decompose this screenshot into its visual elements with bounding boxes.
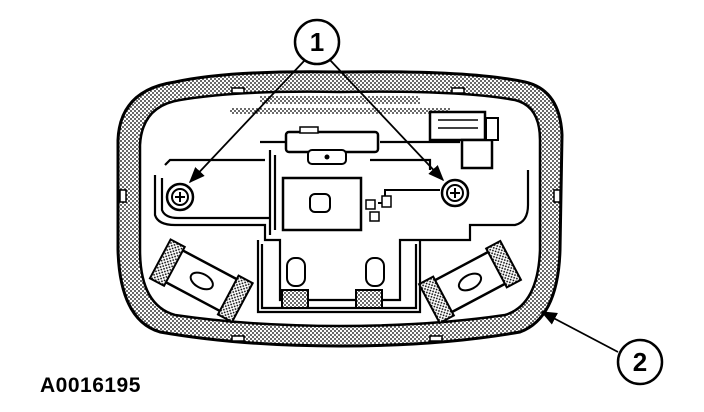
callout-2: 2 [616, 338, 664, 386]
connector [428, 110, 499, 170]
map-lamp-lens-right [417, 239, 523, 325]
map-lamp-lens-left [148, 238, 255, 324]
callout-1-label: 1 [310, 27, 324, 57]
screw-right [440, 178, 470, 208]
callout-2-label: 2 [633, 347, 647, 377]
switch-slots [281, 257, 385, 309]
leader-lines [188, 59, 619, 353]
leader-line-1b [329, 59, 445, 182]
center-module [281, 176, 440, 232]
leader-line-2 [540, 311, 619, 353]
callout-1: 1 [293, 18, 341, 66]
figure-id: A0016195 [40, 374, 141, 397]
screw-left [165, 182, 195, 212]
leader-line-1a [188, 59, 306, 184]
lamp-bulb [284, 126, 380, 165]
